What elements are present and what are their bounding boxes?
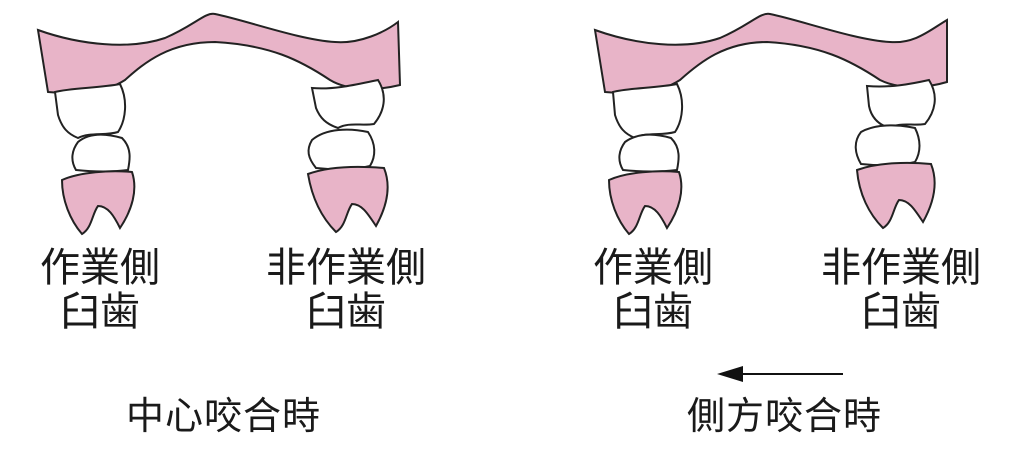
lateral-occlusion-illustration [593, 12, 948, 236]
molar-text: 臼歯 [613, 289, 693, 335]
nonworking-lower-molar [854, 124, 921, 167]
molar-text: 臼歯 [306, 289, 386, 335]
centric-occlusion-caption: 中心咬合時 [126, 394, 322, 438]
nonworking-lower-gum [855, 161, 936, 230]
working-lower-gum [607, 170, 683, 236]
lateral-occlusion-panel: 作業側 臼歯 非作業側 臼歯 側方咬合時 [555, 0, 1011, 451]
right-upper-molar [310, 78, 385, 130]
nonworking-side-molar-label: 非作業側 臼歯 [256, 246, 436, 334]
nonworking-upper-molar [865, 78, 936, 130]
left-upper-molar [53, 82, 126, 140]
upper-arch [36, 12, 402, 95]
centric-occlusion-illustration [36, 12, 402, 236]
left-lower-molar [71, 133, 131, 173]
working-side-molar-label: 作業側 臼歯 [573, 246, 733, 334]
centric-occlusion-panel: 作業側 臼歯 非作業側 臼歯 中心咬合時 [0, 0, 505, 451]
working-lower-molar [618, 133, 680, 173]
arrow-left-icon [717, 366, 843, 382]
nonworking-side-molar-label: 非作業側 臼歯 [811, 246, 991, 334]
upper-arch [593, 12, 948, 95]
lateral-occlusion-caption: 側方咬合時 [687, 394, 883, 438]
right-lower-gum [306, 165, 389, 234]
nonworking-side-text: 非作業側 [266, 245, 426, 291]
right-lower-molar [307, 128, 376, 171]
left-lower-gum [60, 170, 136, 236]
working-side-text: 作業側 [593, 245, 713, 291]
molar-text: 臼歯 [60, 289, 140, 335]
molar-text: 臼歯 [861, 289, 941, 335]
working-upper-molar [611, 82, 683, 140]
nonworking-side-text: 非作業側 [821, 245, 981, 291]
working-side-molar-label: 作業側 臼歯 [20, 246, 180, 334]
working-side-text: 作業側 [40, 245, 160, 291]
